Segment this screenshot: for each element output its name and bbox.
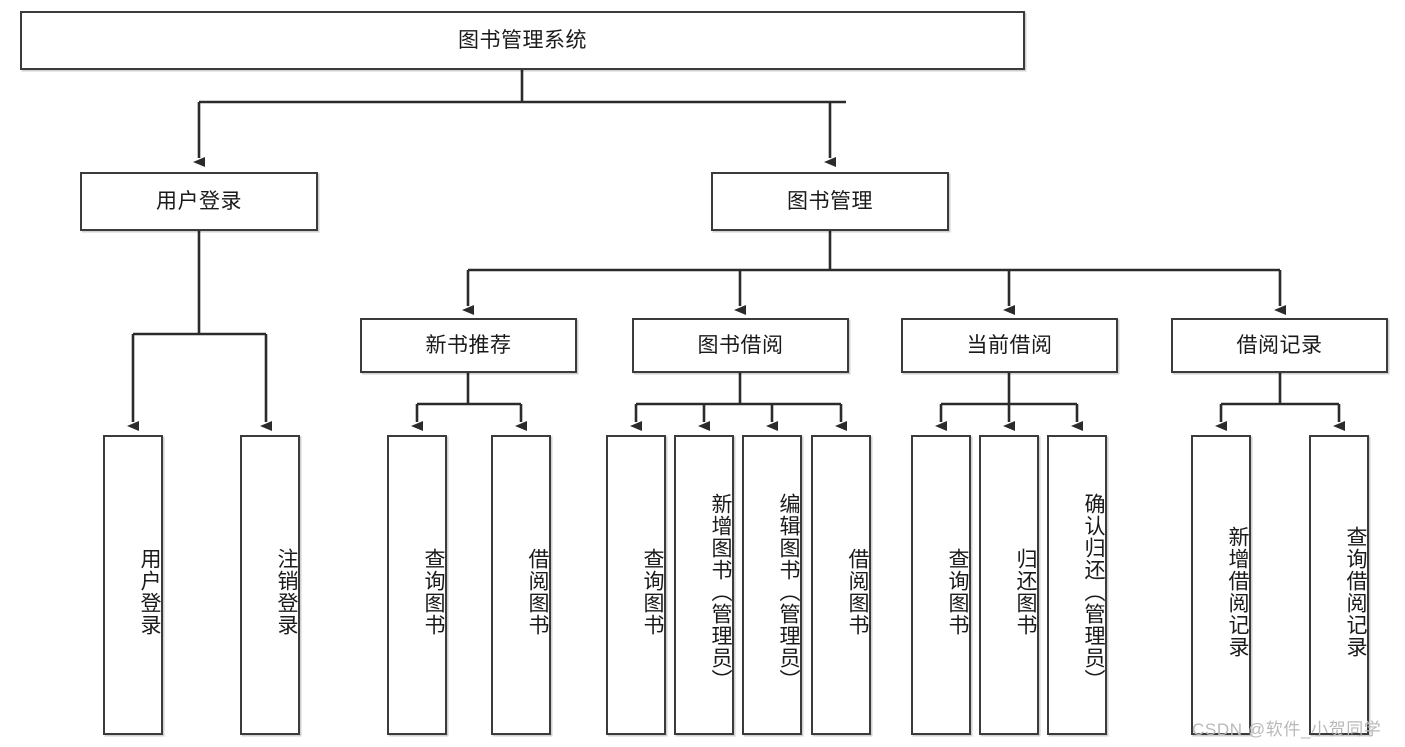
node-book-borrow[interactable]: 图书借阅 — [632, 318, 849, 373]
node-label: 确认归还（管理员） — [1082, 493, 1105, 691]
node-leaf-add-borrow-record[interactable]: 新增借阅记录 — [1191, 435, 1251, 735]
node-label: 用户登录 — [138, 548, 161, 636]
node-book-management[interactable]: 图书管理 — [711, 172, 949, 231]
node-label: 当前借阅 — [966, 333, 1053, 357]
node-leaf-borrow-book-recommend[interactable]: 借阅图书 — [491, 435, 551, 735]
node-label: 借阅图书 — [526, 548, 549, 636]
node-label: 编辑图书（管理员） — [777, 493, 800, 691]
node-label: 查询图书 — [422, 548, 445, 636]
node-root-book-management-system[interactable]: 图书管理系统 — [20, 11, 1025, 70]
node-label: 查询图书 — [946, 548, 969, 636]
node-label: 图书管理 — [787, 189, 873, 213]
node-label: 新增借阅记录 — [1226, 526, 1249, 658]
node-label: 借阅记录 — [1236, 333, 1323, 357]
node-label: 用户登录 — [156, 189, 242, 213]
node-label: 新书推荐 — [425, 333, 512, 357]
node-leaf-query-borrow-record[interactable]: 查询借阅记录 — [1309, 435, 1369, 735]
node-leaf-logout[interactable]: 注销登录 — [240, 435, 300, 735]
node-leaf-query-book-current[interactable]: 查询图书 — [911, 435, 971, 735]
node-leaf-add-book-admin[interactable]: 新增图书（管理员） — [674, 435, 734, 735]
node-leaf-query-book-borrow[interactable]: 查询图书 — [606, 435, 666, 735]
node-label: 归还图书 — [1014, 548, 1037, 636]
node-current-borrow[interactable]: 当前借阅 — [901, 318, 1118, 373]
watermark-csdn: CSDN @软件_小贺同学 — [1192, 720, 1382, 739]
node-leaf-edit-book-admin[interactable]: 编辑图书（管理员） — [742, 435, 802, 735]
node-label: 查询图书 — [641, 548, 664, 636]
node-label: 新增图书（管理员） — [709, 493, 732, 691]
node-leaf-return-book[interactable]: 归还图书 — [979, 435, 1039, 735]
node-new-book-recommend[interactable]: 新书推荐 — [360, 318, 577, 373]
node-label: 查询借阅记录 — [1344, 526, 1367, 658]
node-label: 图书管理系统 — [458, 28, 587, 52]
node-label: 注销登录 — [275, 548, 298, 636]
node-label: 图书借阅 — [697, 333, 784, 357]
node-borrow-record[interactable]: 借阅记录 — [1171, 318, 1388, 373]
node-leaf-query-book-recommend[interactable]: 查询图书 — [387, 435, 447, 735]
node-label: 借阅图书 — [846, 548, 869, 636]
node-user-login[interactable]: 用户登录 — [80, 172, 318, 231]
node-leaf-confirm-return-admin[interactable]: 确认归还（管理员） — [1047, 435, 1107, 735]
node-leaf-user-login[interactable]: 用户登录 — [103, 435, 163, 735]
node-leaf-borrow-book[interactable]: 借阅图书 — [811, 435, 871, 735]
